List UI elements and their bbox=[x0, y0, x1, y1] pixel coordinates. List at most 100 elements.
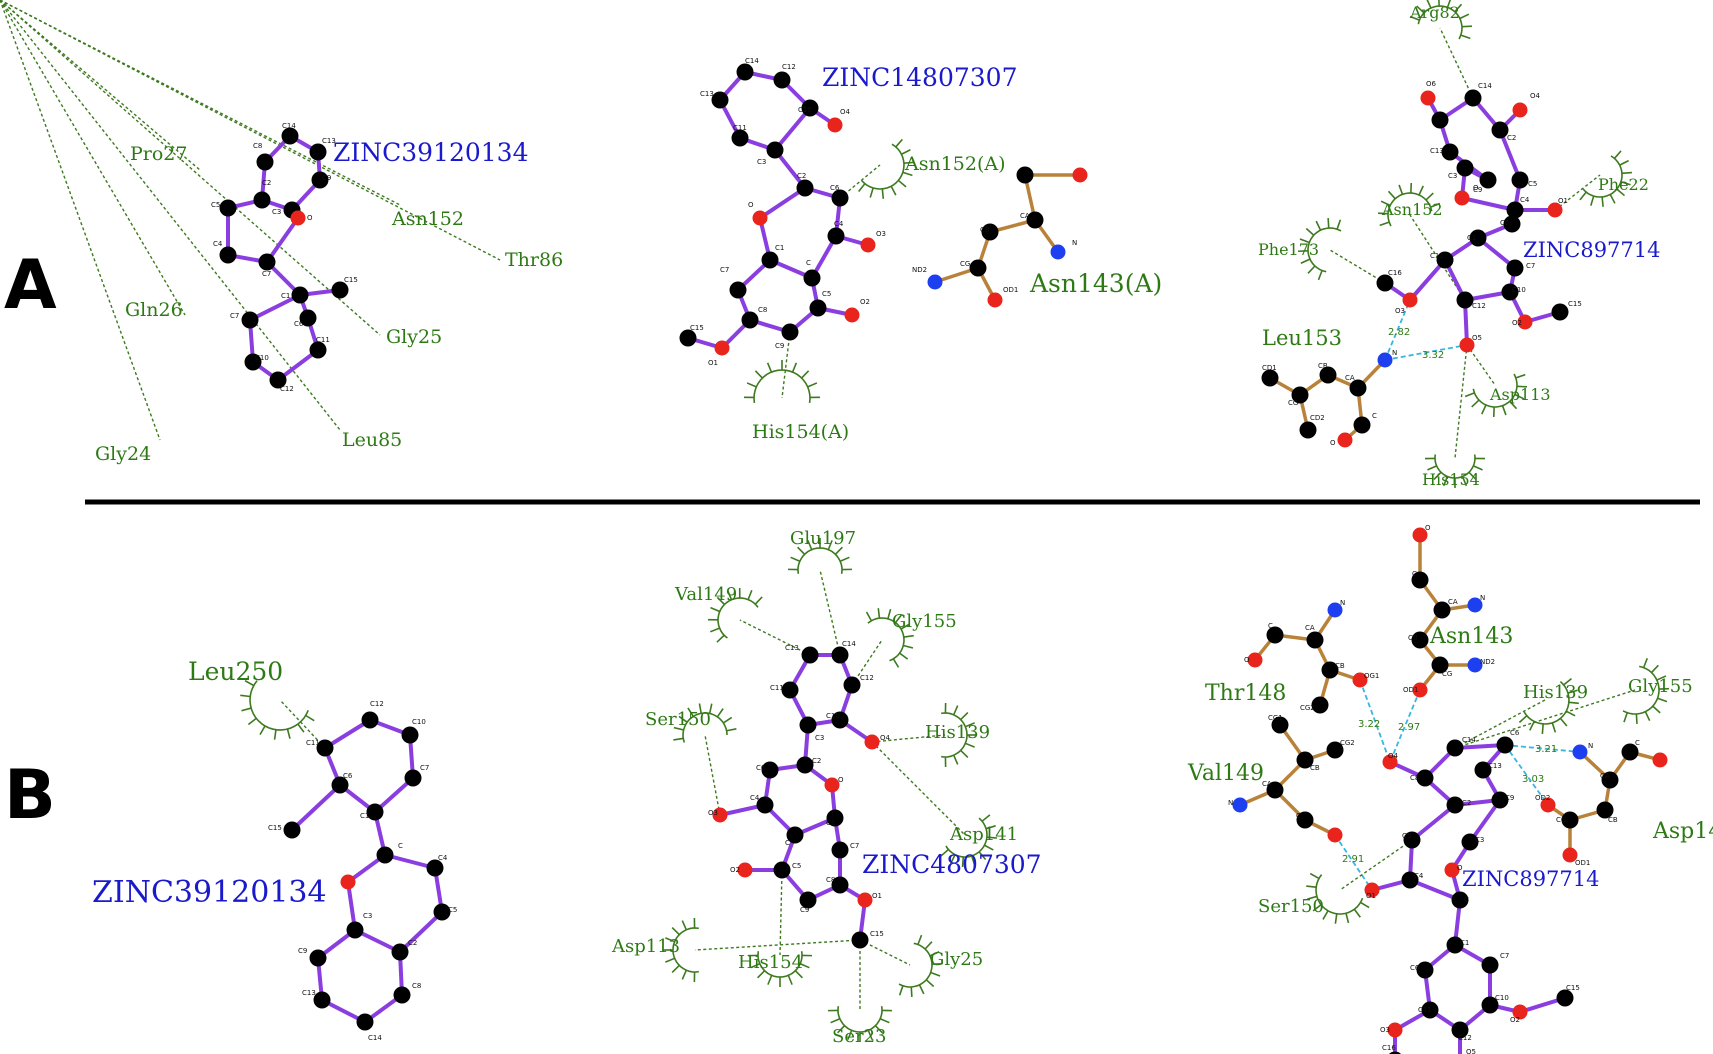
carbon-atom bbox=[291, 286, 309, 304]
hydrophobic-contact-line bbox=[1454, 344, 1468, 459]
atom-name: C8 bbox=[758, 306, 767, 314]
bonded-residue-label: Thr148 bbox=[1205, 681, 1286, 706]
ligand-bond bbox=[1410, 803, 1457, 842]
atom-name: CB bbox=[1318, 362, 1328, 370]
atom-name: C14 bbox=[1478, 82, 1492, 90]
atom-name: C13 bbox=[1488, 762, 1502, 770]
residue-label: Ser23 bbox=[832, 1026, 887, 1047]
carbon-atom bbox=[253, 191, 271, 209]
atom-name: C1 bbox=[1467, 234, 1476, 242]
oxygen-atom bbox=[1420, 90, 1436, 106]
oxygen-atom bbox=[714, 340, 730, 356]
atom-name: C9 bbox=[800, 906, 809, 914]
carbon-atom bbox=[311, 171, 329, 189]
atom-name: CG bbox=[960, 260, 970, 268]
carbon-atom bbox=[316, 739, 334, 757]
atom-name: C7 bbox=[1526, 262, 1535, 270]
atom-name: O3 bbox=[1380, 1026, 1390, 1034]
atom-name: O bbox=[307, 214, 313, 222]
carbon-atom bbox=[1266, 626, 1284, 644]
atom-name: C11 bbox=[316, 336, 330, 344]
atom-name: C6 bbox=[756, 764, 766, 772]
atom-name: C6 bbox=[830, 184, 840, 192]
residue-contact-arc bbox=[1306, 872, 1370, 924]
carbon-atom bbox=[1561, 811, 1579, 829]
atom-name: CG2 bbox=[1340, 739, 1355, 747]
ligand-bond bbox=[773, 106, 812, 152]
atom-name: C16 bbox=[1388, 269, 1402, 277]
atom-name: C bbox=[1635, 739, 1640, 747]
atom-name: C6 bbox=[343, 772, 353, 780]
hbond-distance: 3.21 bbox=[1535, 744, 1557, 755]
carbon-atom bbox=[1416, 769, 1434, 787]
carbon-atom bbox=[1421, 1001, 1439, 1019]
residue-label: Asp141 bbox=[949, 824, 1018, 845]
residue-contact-arc bbox=[707, 587, 763, 643]
atom-name: O2 bbox=[730, 866, 740, 874]
atom-layer bbox=[219, 63, 1668, 1054]
atom-name: CB bbox=[1408, 634, 1418, 642]
atom-name: C12 bbox=[782, 63, 796, 71]
hydrophobic-contact-line bbox=[0, 0, 501, 261]
oxygen-atom bbox=[1412, 682, 1428, 698]
atom-name: C1 bbox=[1460, 939, 1469, 947]
ligand-title-a3: ZINC897714 bbox=[1523, 238, 1661, 262]
atom-name: O1 bbox=[1366, 892, 1376, 900]
hydrophobic-contact-line bbox=[851, 639, 883, 686]
carbon-atom bbox=[1503, 215, 1521, 233]
atom-name: C bbox=[1268, 622, 1273, 630]
atom-name: C16 bbox=[1382, 1044, 1396, 1052]
carbon-atom bbox=[679, 329, 697, 347]
ligand-bond bbox=[1408, 258, 1447, 302]
atom-name: O5 bbox=[1466, 1048, 1476, 1054]
oxygen-atom bbox=[864, 734, 880, 750]
ligand-title-a2: ZINC14807307 bbox=[822, 63, 1018, 92]
atom-name: OD2 bbox=[1535, 794, 1550, 802]
bonded-residue-label: Asn143 bbox=[1429, 624, 1513, 649]
carbon-atom bbox=[1506, 201, 1524, 219]
carbon-atom bbox=[827, 227, 845, 245]
hydrophobic-contact-line bbox=[1439, 27, 1474, 99]
nitrogen-atom bbox=[927, 274, 943, 290]
carbon-atom bbox=[1446, 739, 1464, 757]
atom-name: C6 bbox=[1410, 964, 1420, 972]
hydrogen-bond-line bbox=[1504, 744, 1581, 753]
carbon-atom bbox=[756, 796, 774, 814]
atom-name: C9 bbox=[322, 174, 331, 182]
atom-name: C8 bbox=[253, 142, 262, 150]
carbon-atom bbox=[831, 711, 849, 729]
atom-name: C12 bbox=[370, 700, 384, 708]
hydrogen-bond-line bbox=[1359, 679, 1391, 763]
carbon-atom bbox=[1551, 303, 1569, 321]
residue-arc-layer bbox=[240, 0, 1670, 1042]
carbon-atom bbox=[1261, 369, 1279, 387]
atom-name: CG2 bbox=[1300, 704, 1315, 712]
atom-name: C12 bbox=[860, 674, 874, 682]
atom-name: C7 bbox=[1500, 952, 1509, 960]
carbon-atom bbox=[1441, 143, 1459, 161]
atom-name: CB bbox=[1335, 662, 1345, 670]
residue-label: Gln26 bbox=[125, 299, 183, 321]
atom-name: C5 bbox=[211, 201, 220, 209]
carbon-atom bbox=[331, 776, 349, 794]
hydrogen-bond-line bbox=[1504, 744, 1549, 806]
residue-label: His154 bbox=[738, 952, 803, 973]
carbon-atom bbox=[1349, 379, 1367, 397]
carbon-atom bbox=[786, 826, 804, 844]
carbon-atom bbox=[1481, 956, 1499, 974]
carbon-atom bbox=[1403, 831, 1421, 849]
atom-name: C bbox=[398, 842, 403, 850]
carbon-atom bbox=[1388, 1051, 1402, 1054]
nitrogen-atom bbox=[1327, 602, 1343, 618]
carbon-atom bbox=[244, 353, 262, 371]
hydrophobic-contact-line bbox=[0, 0, 381, 336]
atom-name: C5 bbox=[792, 862, 801, 870]
hydrophobic-contact-line bbox=[819, 569, 841, 656]
residue-label: Leu250 bbox=[188, 657, 283, 686]
residue-label: His154 bbox=[1422, 470, 1480, 489]
hbond-distance: 3.32 bbox=[1422, 350, 1444, 361]
carbon-atom bbox=[1469, 229, 1487, 247]
carbon-atom bbox=[1496, 736, 1514, 754]
atom-name: C2 bbox=[262, 179, 271, 187]
